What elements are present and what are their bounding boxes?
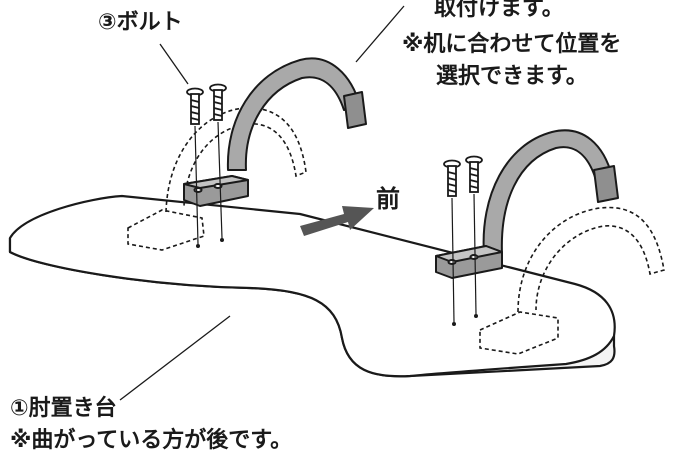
bolt-left-b xyxy=(209,83,227,121)
armrest-plate-top xyxy=(8,194,616,378)
bolt-right-a xyxy=(443,159,461,197)
band-left xyxy=(226,57,361,171)
bracket-right-hole-a xyxy=(447,259,457,265)
bolts-right xyxy=(443,155,483,326)
bolt-right-b xyxy=(465,155,483,193)
bracket-left-hole-a xyxy=(193,187,203,193)
front-arrow xyxy=(300,206,374,236)
band-right-tip xyxy=(593,165,619,203)
dashed-bracket-left xyxy=(127,209,205,251)
armrest-plate xyxy=(8,194,616,378)
mount-label-line2: ※机に合わせて位置を xyxy=(402,32,622,57)
band-bracket-right xyxy=(435,129,619,279)
dashed-bracket-right xyxy=(479,311,559,355)
bolt-left-a xyxy=(186,87,204,125)
band-left-tip xyxy=(343,91,367,129)
leader-lines xyxy=(119,5,405,401)
leader-bolt xyxy=(159,43,189,85)
leader-base xyxy=(119,315,231,401)
mount-label-line3: 選択できます。 xyxy=(436,64,588,89)
dashed-band-right xyxy=(517,206,665,313)
bolts-left xyxy=(186,83,227,248)
armrest-note: ※曲がっている方が後です。 xyxy=(10,428,293,453)
bracket-right-hole-b xyxy=(469,254,479,260)
mount-label-line1: 取付けます。 xyxy=(434,0,564,21)
bolt-label: ③ボルト xyxy=(98,10,183,35)
band-bracket-left xyxy=(183,57,367,207)
armrest-label: ①肘置き台 xyxy=(10,396,117,421)
front-label: 前 xyxy=(376,185,400,213)
leader-top xyxy=(355,5,405,63)
